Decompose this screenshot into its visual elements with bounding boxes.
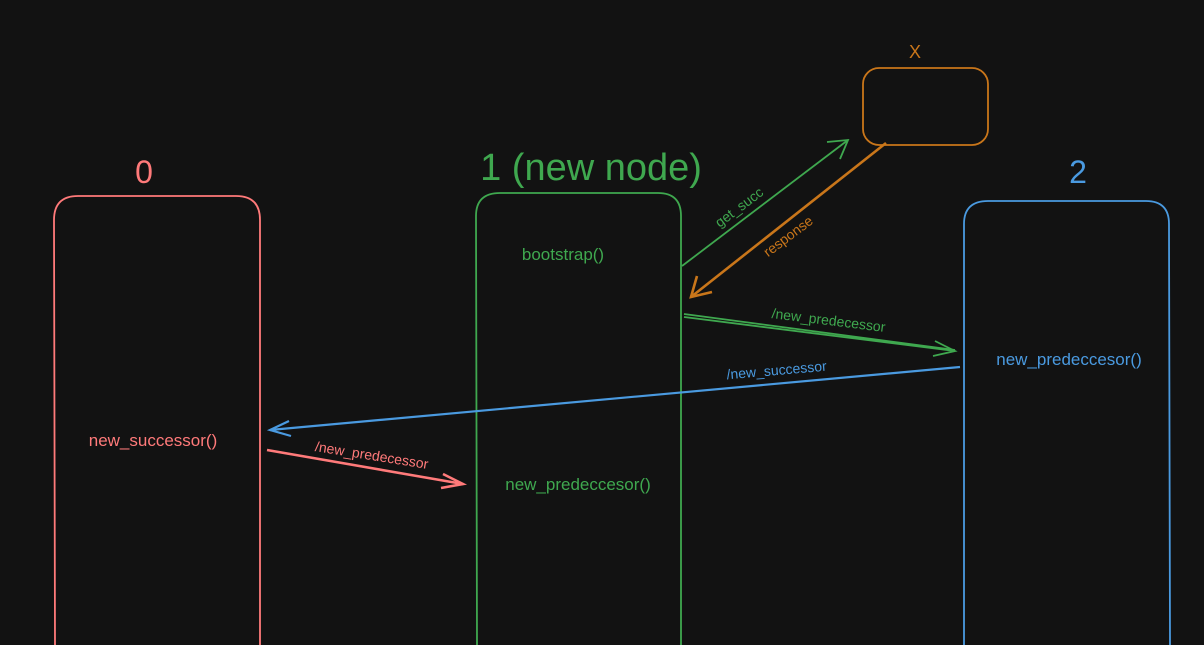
node-x-title: X <box>909 42 921 62</box>
edge-new-predecessor-1-to-2-arrowhead <box>932 340 958 357</box>
edge-new-successor-2-to-0: /new_successor <box>266 358 961 438</box>
node-x-box <box>862 67 989 146</box>
edge-new-predecessor-0-to-1: /new_predecessor <box>266 438 468 490</box>
node-1-box <box>475 192 682 645</box>
edge-new-successor-2-to-0-arrowhead <box>266 420 292 438</box>
node-0-label: new_successor() <box>89 431 218 450</box>
edge-response-arrowhead <box>689 275 713 299</box>
edge-get-succ-arrowhead <box>826 138 850 160</box>
edge-new-predecessor-0-to-1-line <box>266 448 464 486</box>
edge-response-line <box>690 141 887 299</box>
node-0-box <box>53 195 261 645</box>
node-0-title: 0 <box>135 154 153 190</box>
node-0: 0 new_successor() <box>53 154 261 645</box>
edge-new-predecessor-1-to-2-line <box>683 313 956 352</box>
node-2-label: new_predeccesor() <box>996 350 1142 369</box>
node-2-box <box>963 200 1171 645</box>
edge-get-succ-line <box>681 139 849 267</box>
edge-new-successor-2-to-0-label: /new_successor <box>726 358 828 383</box>
edge-new-predecessor-0-to-1-arrowhead <box>440 472 468 490</box>
node-2: 2 new_predeccesor() <box>963 154 1171 645</box>
edge-new-successor-2-to-0-line <box>269 365 961 432</box>
node-2-title: 2 <box>1069 154 1087 190</box>
edge-new-predecessor-1-to-2: /new_predecessor <box>683 305 958 357</box>
node-1-title: 1 (new node) <box>480 147 702 189</box>
node-1-label-new-predeccesor: new_predeccesor() <box>505 475 651 494</box>
node-x: X <box>862 42 989 146</box>
node-1: 1 (new node) bootstrap() new_predeccesor… <box>475 147 702 645</box>
node-1-label-bootstrap: bootstrap() <box>522 245 604 264</box>
